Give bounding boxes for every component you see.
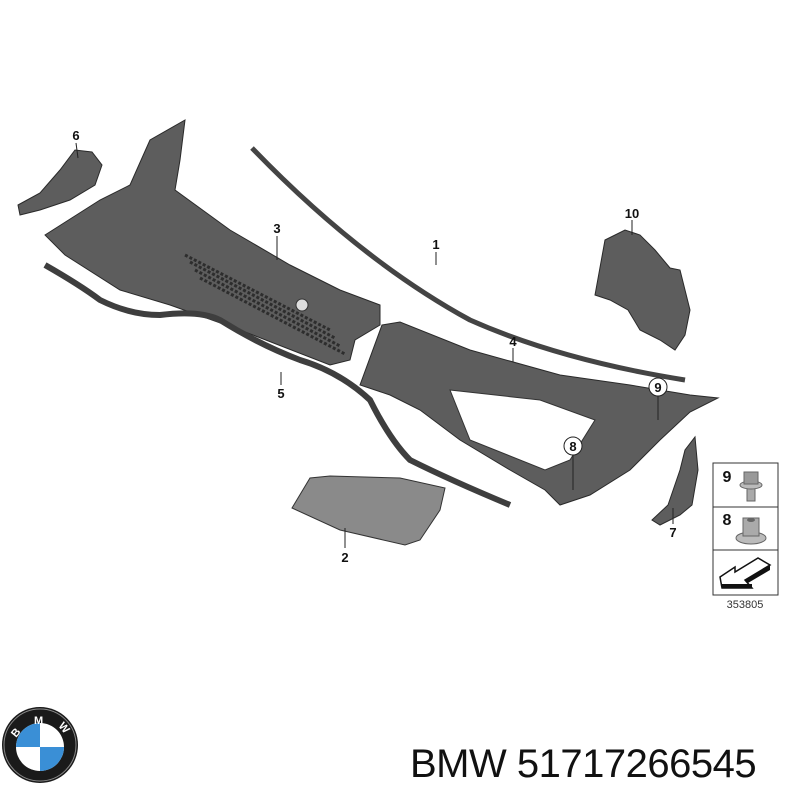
fastener-legend: 9 8 xyxy=(712,462,779,596)
callout-8-circle xyxy=(563,436,583,456)
callout-3: 3 xyxy=(273,221,280,236)
hex-flange-nut-icon xyxy=(735,517,767,545)
leader-lines xyxy=(75,142,674,548)
callout-6: 6 xyxy=(72,128,79,143)
part-4-cutout xyxy=(449,389,596,471)
callout-9-circle xyxy=(648,377,668,397)
hex-flange-bolt-icon xyxy=(739,471,763,502)
diagram-number: 353805 xyxy=(727,599,764,611)
part-number-caption: BMW 51717266545 xyxy=(410,742,757,786)
callout-1: 1 xyxy=(432,237,439,252)
callout-8: 8 xyxy=(569,439,576,454)
part-3-grille xyxy=(184,253,346,356)
bmw-logo: B M W xyxy=(2,707,78,783)
part-3-hole xyxy=(295,298,309,312)
part-10-right-bracket xyxy=(594,229,691,351)
callout-4: 4 xyxy=(509,334,517,349)
legend-number-9: 9 xyxy=(723,469,732,486)
legend-number-8: 8 xyxy=(723,512,732,529)
part-7-side-bracket xyxy=(651,435,699,526)
callout-10: 10 xyxy=(625,206,639,221)
part-5-hose-seal xyxy=(43,262,512,508)
part-2-cover-panel xyxy=(291,475,446,546)
callout-2: 2 xyxy=(341,550,348,565)
part-6-corner-bracket xyxy=(17,149,103,216)
callout-9: 9 xyxy=(654,380,661,395)
callout-7: 7 xyxy=(669,525,676,540)
part-1-cowl-seal xyxy=(250,146,686,383)
svg-text:M: M xyxy=(34,715,43,727)
callout-5: 5 xyxy=(277,386,284,401)
